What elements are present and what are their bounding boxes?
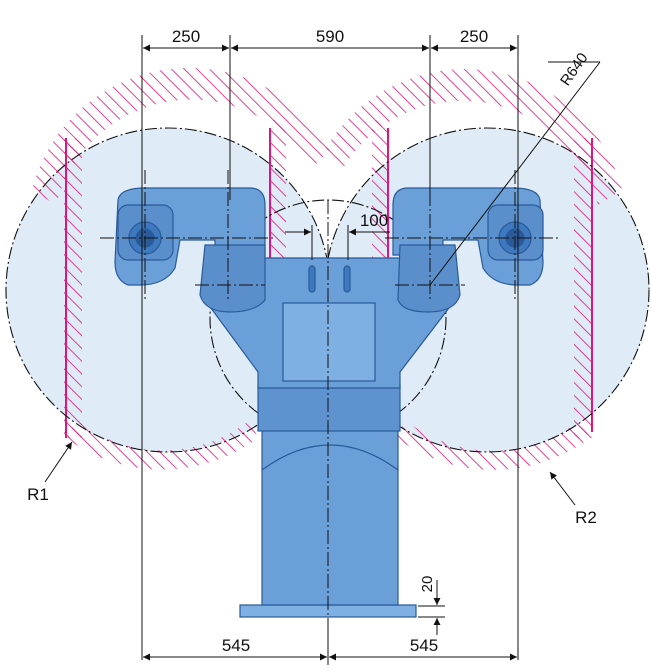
dim-line-radius xyxy=(429,61,601,286)
hatch-center-right xyxy=(372,120,388,265)
dim-base-height: 20 xyxy=(419,576,436,593)
dim-top-left: 250 xyxy=(172,27,200,46)
dim-bottom-right: 545 xyxy=(410,636,438,655)
restricted-zones xyxy=(32,67,622,470)
leader-r1 xyxy=(44,441,73,483)
label-r1: R1 xyxy=(27,485,49,504)
hatch-left-top xyxy=(32,67,330,206)
dim-top-middle: 590 xyxy=(316,27,344,46)
hatch-right-side xyxy=(574,138,592,438)
dim-offset: 100 xyxy=(360,211,388,230)
dim-bottom-left: 545 xyxy=(222,636,250,655)
robot-body xyxy=(114,187,544,618)
robot-access-panel xyxy=(282,302,376,382)
center-lines xyxy=(100,170,560,630)
hatch-right-top xyxy=(325,69,622,205)
label-r2: R2 xyxy=(575,508,597,527)
leader-r2 xyxy=(549,471,576,506)
hatch-center-left xyxy=(270,120,286,265)
dim-top-right: 250 xyxy=(460,27,488,46)
hatch-left-bottom xyxy=(66,420,258,470)
dimension-lines xyxy=(44,44,601,661)
hatch-left-side xyxy=(64,138,82,438)
hatch-right-bottom xyxy=(397,420,590,470)
extension-lines xyxy=(141,35,519,665)
dim-radius: R640 xyxy=(557,50,591,89)
robot-column xyxy=(261,429,399,606)
